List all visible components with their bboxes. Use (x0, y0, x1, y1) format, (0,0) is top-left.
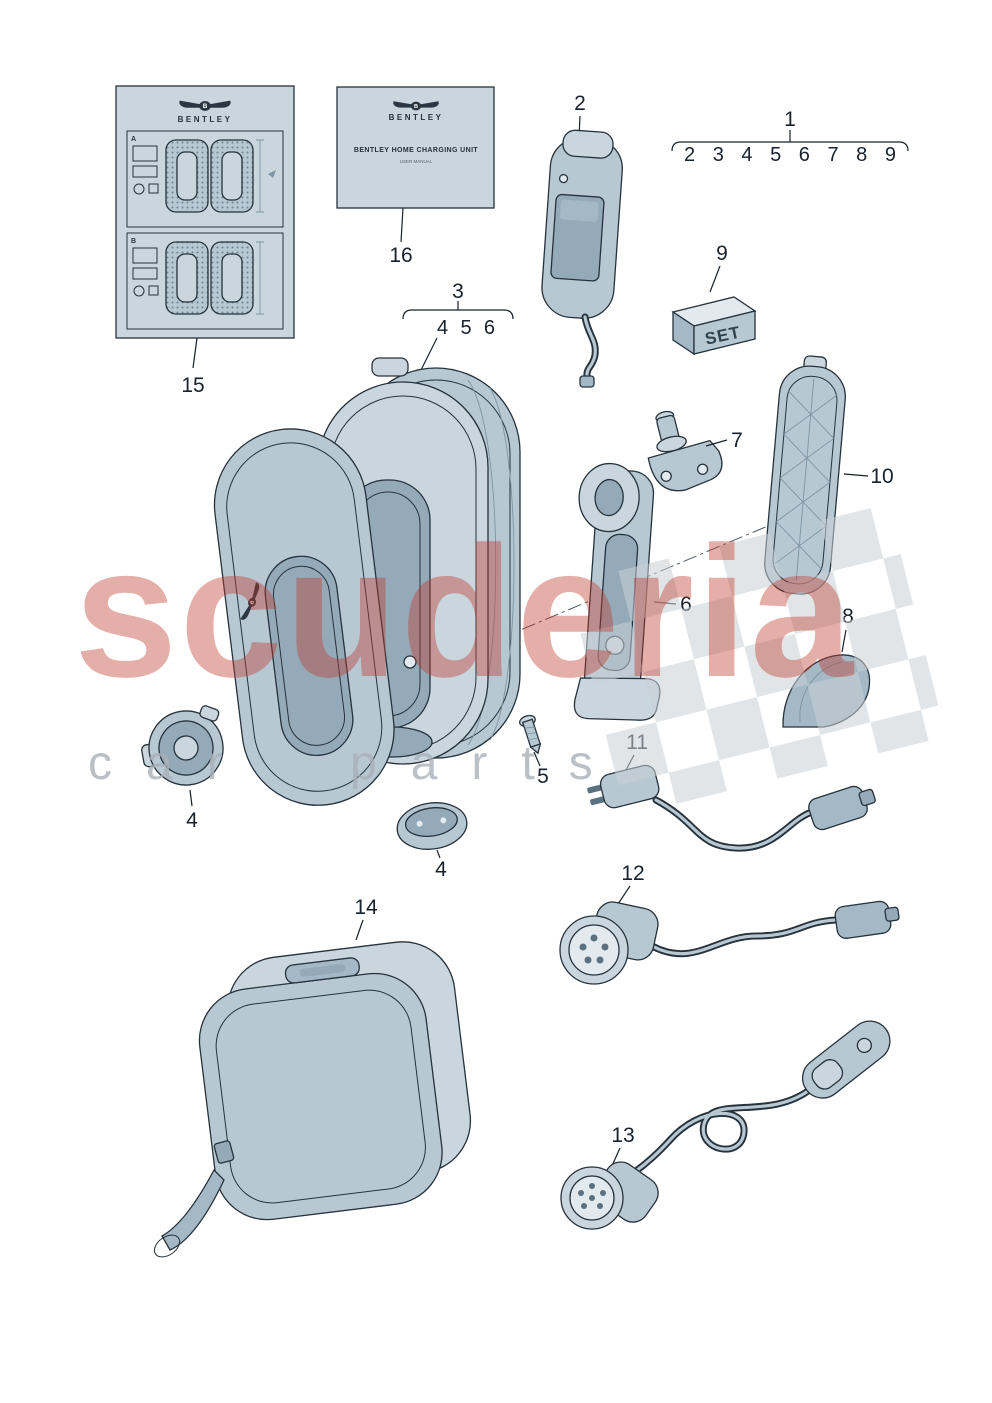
screw-part: 5 (519, 714, 549, 788)
mounting-plate: 10 (764, 355, 894, 595)
leader-15 (192, 337, 198, 369)
oval-connector: 4 (396, 802, 468, 881)
callout-10: 10 (870, 465, 893, 488)
storage-case: 14 (153, 896, 472, 1258)
callout-2: 2 (574, 92, 586, 115)
housing-group-bracket: 3 4 5 6 (402, 280, 514, 373)
control-unit: 2 (541, 92, 623, 388)
set-box: 9 SET (671, 242, 757, 356)
instruction-sheet: BENTLEY A B 15 (115, 85, 295, 397)
callout-4-oval: 4 (435, 858, 447, 881)
leader-12 (617, 885, 631, 905)
round-connector: 4 (141, 705, 224, 832)
callout-7: 7 (731, 429, 743, 452)
leader-4b (436, 849, 441, 859)
callout-16: 16 (389, 244, 412, 267)
leader-9 (709, 265, 721, 293)
kit-group-bracket: 1 2 3 4 5 6 7 8 9 (671, 108, 909, 166)
charging-cable: 13 (560, 1020, 891, 1230)
sheet-section-b-label: B (131, 238, 136, 245)
callout-14: 14 (354, 896, 378, 919)
callout-4-round: 4 (186, 809, 198, 832)
adapter-cable: 12 (559, 862, 900, 985)
callout-8: 8 (842, 605, 854, 628)
supply-cable: 11 (587, 731, 876, 852)
user-manual: BENTLEY BENTLEY HOME CHARGING UNIT USER … (336, 86, 495, 267)
callout-15: 15 (181, 374, 204, 397)
leader-10 (843, 473, 869, 477)
manual-subtitle: USER MANUAL (400, 159, 433, 164)
leader-14 (355, 919, 364, 941)
callout-5: 5 (537, 765, 549, 788)
sheet-section-a-label: A (131, 136, 136, 143)
cap-part: 8 (782, 605, 871, 728)
leader-16 (400, 207, 404, 243)
leader-3 (419, 337, 438, 373)
leader-5 (533, 751, 541, 767)
leader-6 (653, 601, 677, 605)
leader-4a (189, 789, 193, 807)
callout-11: 11 (626, 731, 648, 754)
clamp-part: 7 (647, 410, 743, 492)
callout-6: 6 (680, 593, 692, 616)
wall-box-housing (213, 357, 776, 806)
callout-9: 9 (716, 242, 728, 265)
callout-3: 3 (452, 280, 464, 303)
sheet-brand: BENTLEY (178, 115, 233, 124)
bracket-part: 6 (573, 462, 692, 721)
housing-children-numbers: 4 5 6 (437, 317, 495, 339)
kit-children-numbers: 2 3 4 5 6 7 8 9 (684, 144, 896, 166)
manual-title: BENTLEY HOME CHARGING UNIT (354, 147, 479, 154)
callout-13: 13 (611, 1124, 634, 1147)
manual-brand: BENTLEY (389, 113, 444, 122)
callout-1: 1 (784, 108, 796, 131)
bracket-3 (402, 301, 514, 320)
leader-8 (841, 629, 847, 653)
leader-7 (705, 439, 728, 447)
bracket-1 (671, 130, 909, 152)
callout-12: 12 (621, 862, 644, 885)
